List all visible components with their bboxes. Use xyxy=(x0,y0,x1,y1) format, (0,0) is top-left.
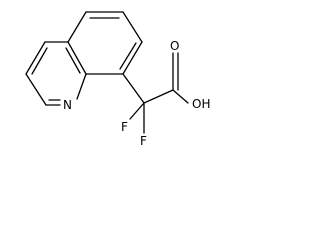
bond-c4a-c5 xyxy=(67,11,87,43)
bond-cf2-f1 xyxy=(129,102,145,120)
bond-c6-c7 xyxy=(122,11,143,43)
bond-c4-c3-inner xyxy=(31,47,48,75)
bond-c3-c2 xyxy=(25,73,47,106)
bond-n1-c8a xyxy=(76,73,87,100)
bond-c4-c3 xyxy=(25,41,46,75)
bond-c8a-c4a-inner xyxy=(65,47,81,74)
atom-label-n1: N xyxy=(63,98,72,112)
bond-c8a-c4a xyxy=(67,41,87,75)
bond-c7-c8 xyxy=(122,41,143,75)
bond-cf2-cooh xyxy=(143,89,174,104)
atom-label-o-carbonyl: O xyxy=(170,39,179,53)
chemical-structure: N O OH F F xyxy=(25,11,210,148)
atom-label-oh: OH xyxy=(192,97,210,111)
atom-label-f1: F xyxy=(121,120,128,134)
bond-c7-c8-inner xyxy=(119,42,137,70)
bond-c8-cf2 xyxy=(122,73,145,104)
atom-label-f2: F xyxy=(140,134,147,148)
bond-c-oh xyxy=(172,89,189,104)
structure-canvas: N O OH F F xyxy=(0,0,230,150)
